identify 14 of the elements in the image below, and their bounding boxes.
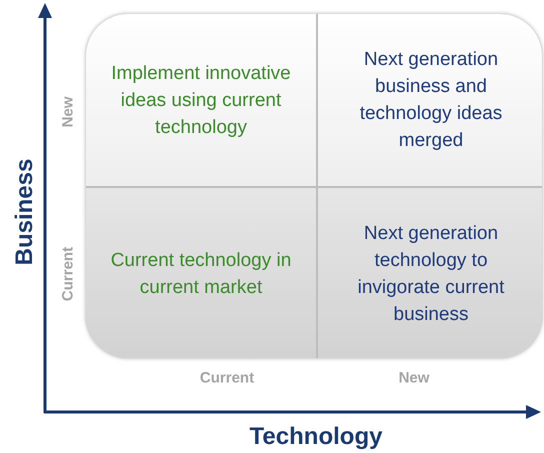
axis-tick-label: Current <box>60 246 76 302</box>
axis-title: Business <box>11 158 39 266</box>
axis-title: Technology <box>250 423 382 451</box>
axis-tick-label: Current <box>200 370 254 386</box>
quadrant-cell <box>318 14 542 186</box>
axis-tick-label: New <box>398 370 430 386</box>
quadrant-text: Implement innovative ideas using current technology <box>110 62 292 140</box>
quadrant-text: Current technology in current market <box>110 249 292 300</box>
quadrant-text: Next generation technology to invigorate current business <box>356 222 506 327</box>
quadrant-cell <box>318 188 542 358</box>
quadrant-cell <box>86 14 316 186</box>
quadrant-text: Next generation business and technology ideas merged <box>358 48 504 153</box>
quadrant-cell <box>86 188 316 358</box>
axis-tick-label: New <box>60 96 76 128</box>
